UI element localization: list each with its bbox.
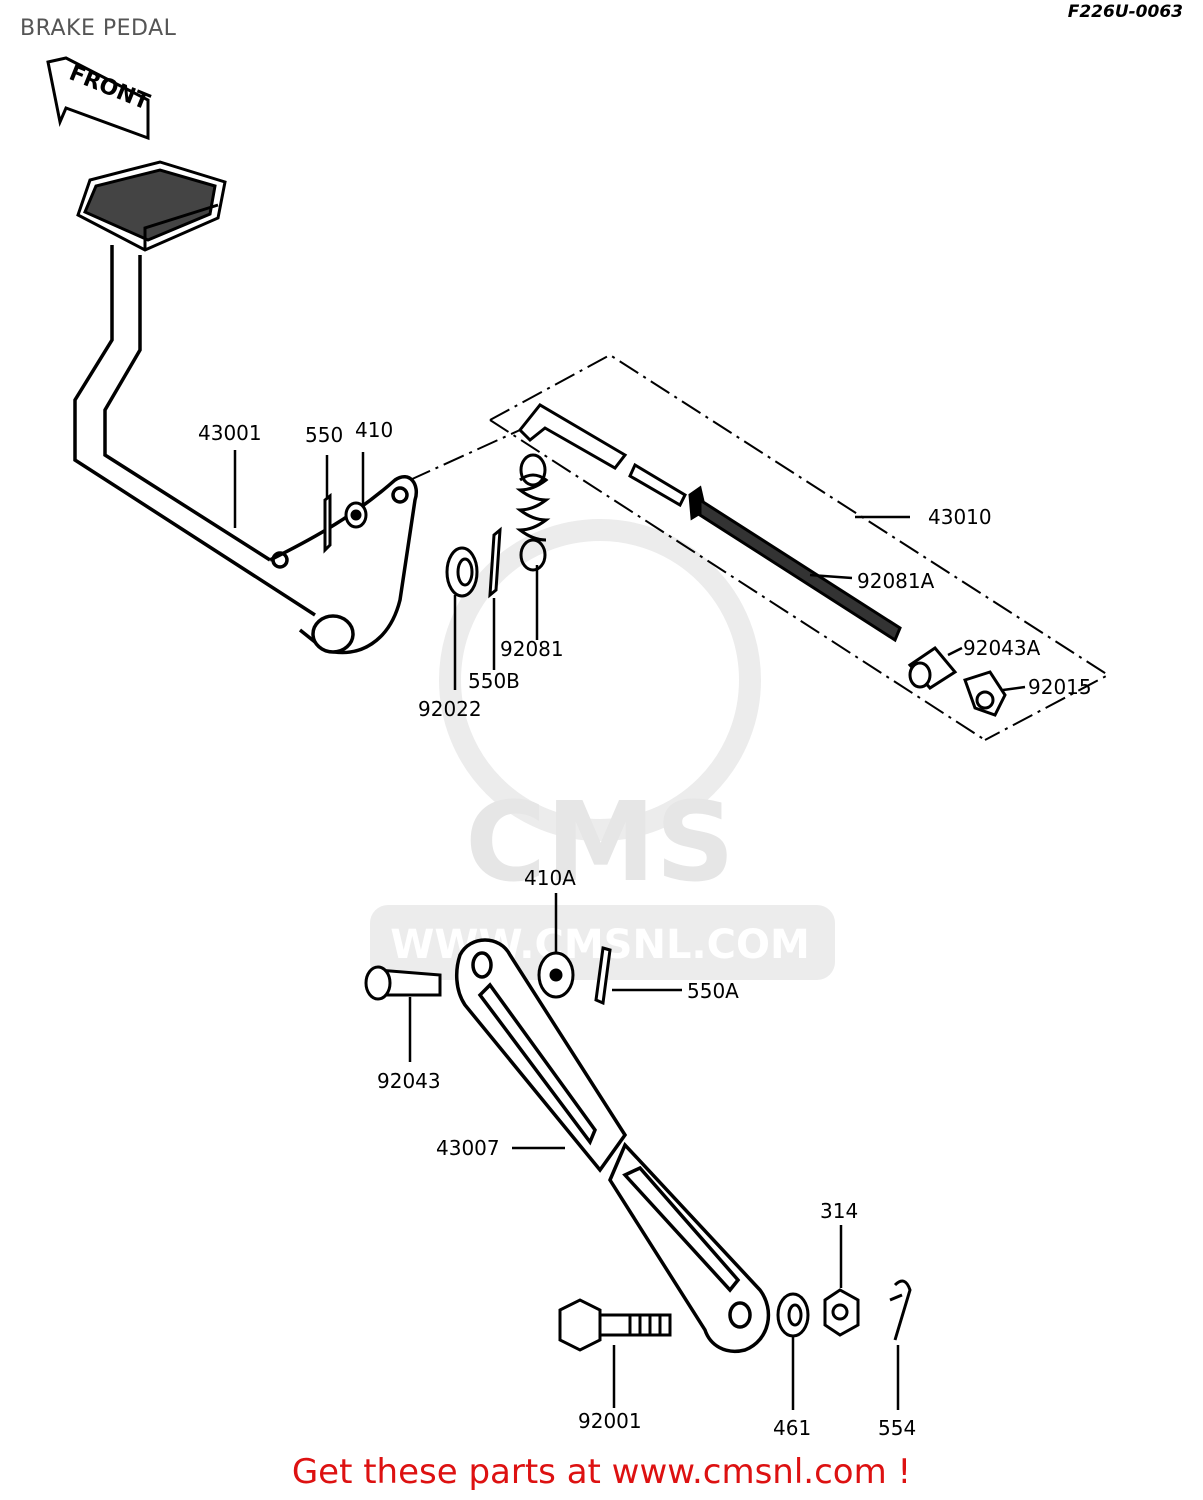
watermark: CMS WWW.CMSNL.COM — [370, 519, 835, 980]
bolt-92001 — [558, 1298, 672, 1352]
brake-link-43007 — [454, 938, 771, 1353]
leader-lines — [233, 450, 1026, 1410]
washer-92022 — [445, 546, 479, 598]
label-461: 461 — [773, 1416, 811, 1440]
label-92043: 92043 — [377, 1069, 441, 1093]
diagram-code: F226U-0063 — [1067, 2, 1183, 22]
label-92022: 92022 — [418, 697, 482, 721]
clip-554 — [889, 1279, 912, 1341]
label-550A: 550A — [687, 979, 739, 1003]
label-92043A: 92043A — [963, 636, 1041, 660]
label-92081: 92081 — [500, 637, 564, 661]
pin-92043 — [364, 965, 442, 1001]
brake-pedal-43001 — [73, 245, 418, 655]
footer-link-text[interactable]: Get these parts at www.cmsnl.com ! — [291, 1452, 912, 1492]
spring-92081 — [515, 453, 551, 572]
label-554: 554 — [878, 1416, 916, 1440]
assembly-outline — [409, 353, 1110, 741]
label-43007: 43007 — [436, 1136, 500, 1160]
nut-92015 — [963, 670, 1007, 717]
front-arrow-icon: FRONT — [46, 56, 153, 141]
part-labels: 43001 550 410 43010 92081A 92043A 92015 … — [198, 418, 1092, 1440]
label-410: 410 — [355, 418, 393, 442]
cotter-pin-550B — [488, 526, 502, 599]
label-314: 314 — [820, 1199, 858, 1223]
label-43001: 43001 — [198, 421, 262, 445]
label-92001: 92001 — [578, 1409, 642, 1433]
washer-410 — [344, 501, 368, 529]
page-title: BRAKE PEDAL — [20, 16, 177, 41]
washer-410A — [537, 951, 575, 999]
label-43010: 43010 — [928, 505, 992, 529]
brake-rod-43010 — [517, 403, 902, 643]
nut-314 — [823, 1288, 860, 1337]
washer-461 — [776, 1292, 810, 1338]
label-550: 550 — [305, 423, 343, 447]
cotter-pin-550A — [594, 946, 612, 1006]
label-410A: 410A — [524, 866, 576, 890]
label-550B: 550B — [468, 669, 520, 693]
cotter-pin-550 — [323, 492, 332, 554]
pedal-pad — [76, 160, 227, 252]
nut-92043A — [907, 645, 958, 690]
label-92015: 92015 — [1028, 675, 1092, 699]
label-92081A: 92081A — [857, 569, 935, 593]
watermark-brand: CMS — [465, 778, 734, 906]
